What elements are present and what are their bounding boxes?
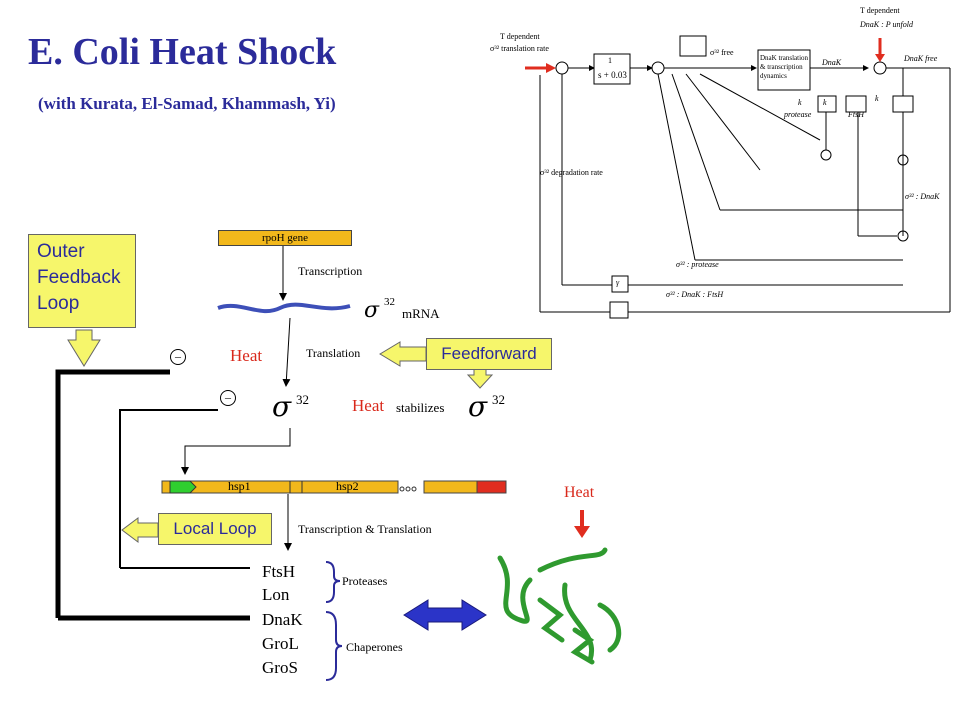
blue-double-arrow xyxy=(403,599,487,631)
protein-lon: Lon xyxy=(262,585,290,604)
bd-t-dependent-left: T dependent xyxy=(500,32,540,41)
mrna-label: mRNA xyxy=(402,306,440,321)
proteases-label: Proteases xyxy=(342,574,388,588)
block-diagram xyxy=(525,35,951,319)
bd-t-dependent-right: T dependent xyxy=(860,6,900,15)
minus-circle-1: – xyxy=(170,349,186,365)
outer-yellow-arrow xyxy=(67,329,101,367)
bd-dnak: DnaK xyxy=(822,58,842,67)
bd-sigma-protease: σ³² : protease xyxy=(676,260,719,269)
promoter-arrow xyxy=(169,480,197,494)
heat-label-2: Heat xyxy=(352,396,385,415)
translation-label: Translation xyxy=(306,346,361,360)
bd-ftsh: FtsH xyxy=(848,110,864,119)
feedforward-yellow-arrow xyxy=(379,341,427,367)
local-loop-box: Local Loop xyxy=(158,513,272,545)
local-loop-yellow-arrow xyxy=(121,517,159,543)
mrna-strand xyxy=(217,302,351,314)
sigma-mrna-sup: 32 xyxy=(384,296,395,308)
protein-illustration xyxy=(497,547,622,665)
minus-circle-2: – xyxy=(220,390,236,406)
chaperones-label: Chaperones xyxy=(346,640,403,654)
page-subtitle: (with Kurata, El-Samad, Khammash, Yi) xyxy=(38,94,336,113)
protein-gros: GroS xyxy=(262,658,298,677)
bd-sigma-free: σ³² free xyxy=(710,48,734,57)
sigma32-stable-sup: 32 xyxy=(492,392,505,407)
bd-gamma: γ xyxy=(616,278,620,287)
protein-grol: GroL xyxy=(262,634,299,653)
bd-dnak-punfold: DnaK : P unfold xyxy=(860,20,913,29)
bd-sigma-dnak-ftsh: σ³² : DnaK : FtsH xyxy=(666,290,724,299)
sigma32-stable-symbol: σ xyxy=(468,390,488,423)
hsp1-label: hsp1 xyxy=(228,479,251,493)
protein-dnak: DnaK xyxy=(262,610,303,629)
operon-bar xyxy=(161,480,399,494)
bd-degradation-rate: σ³² degradation rate xyxy=(540,168,603,177)
outer-feedback-line-1: Outer xyxy=(37,241,85,262)
outer-feedback-loop-box: Outer Feedback Loop xyxy=(28,234,136,328)
sigma32-symbol: σ xyxy=(272,390,292,423)
feedforward-box: Feedforward xyxy=(426,338,552,370)
sigma-mrna-symbol: σ xyxy=(364,298,380,323)
bd-dnak-free: DnaK free xyxy=(904,54,938,63)
feedforward-down-arrow xyxy=(466,367,494,389)
bd-k2: k xyxy=(823,98,827,107)
minus-sign-2: – xyxy=(225,390,231,404)
bd-protease: protease xyxy=(784,110,812,119)
protein-ftsh: FtsH xyxy=(262,562,296,581)
outer-feedback-line-3: Loop xyxy=(37,293,80,314)
chaperones-brace xyxy=(325,611,343,681)
page-title: E. Coli Heat Shock xyxy=(28,31,337,73)
bd-translation-rate: σ³² translation rate xyxy=(490,44,549,53)
hsp2-label: hsp2 xyxy=(336,479,359,493)
sigma32-sup: 32 xyxy=(296,392,309,407)
transcription-label: Transcription xyxy=(298,264,363,278)
bd-k3: k xyxy=(875,94,879,103)
terminator-block xyxy=(476,480,507,494)
bd-dnak-dynamics: DnaK translation & transcription dynamic… xyxy=(760,54,809,80)
heat-label-3: Heat xyxy=(564,484,595,501)
bd-transfer-den: s + 0.03 xyxy=(598,70,627,80)
outer-feedback-line-2: Feedback xyxy=(37,267,121,288)
bd-k1: k xyxy=(798,98,802,107)
proteases-brace xyxy=(325,561,341,603)
outer-feedback-line xyxy=(55,369,170,618)
bd-sigma-dnak: σ³² : DnaK xyxy=(905,192,940,201)
local-loop-line xyxy=(119,409,218,568)
transcription-translation-label: Transcription & Translation xyxy=(298,522,432,536)
heat-label-1: Heat xyxy=(230,346,263,365)
minus-sign-1: – xyxy=(175,349,181,363)
stabilizes-label: stabilizes xyxy=(396,400,445,415)
bd-transfer-num: 1 xyxy=(608,56,612,65)
rpoh-gene-bar: rpoH gene xyxy=(218,230,352,246)
